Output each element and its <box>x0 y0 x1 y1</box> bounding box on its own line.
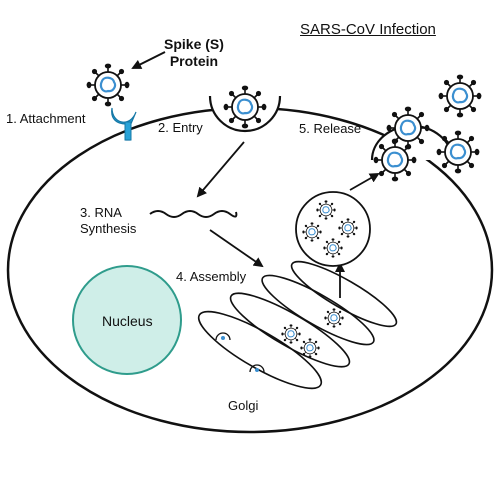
step-rna-label: 3. RNA Synthesis <box>80 205 136 237</box>
spike-label: Spike (S) Protein <box>164 36 224 70</box>
attached-virus-icon <box>85 62 131 108</box>
diagram-title: SARS-CoV Infection <box>300 21 436 38</box>
vesicle-to-release-arrow <box>349 173 380 191</box>
golgi-virus-icon <box>323 307 345 329</box>
step-rna-line2: Synthesis <box>80 221 137 236</box>
step-release-label: 5. Release <box>299 121 362 136</box>
step-rna-line1: 3. RNA <box>80 205 122 220</box>
step-entry-label: 2. Entry <box>158 120 203 135</box>
transport-vesicle <box>295 191 371 267</box>
nucleus-label: Nucleus <box>102 313 153 329</box>
golgi-apparatus <box>197 260 398 390</box>
step-attachment-label: 1. Attachment <box>6 111 86 126</box>
release-virus-icon <box>435 129 481 175</box>
vesicle-virus-icon <box>315 199 337 221</box>
spike-label-line2: Protein <box>169 53 219 69</box>
rna-to-assembly-arrow <box>209 229 264 268</box>
release-virus-icon <box>372 137 418 183</box>
entry-to-rna-arrow <box>196 141 245 198</box>
vesicle-virus-icon <box>301 221 323 243</box>
step-assembly-label: 4. Assembly <box>176 269 247 284</box>
free-virus-icon <box>437 73 483 119</box>
golgi-virus-icon <box>280 323 302 345</box>
golgi-partial-virus-icon <box>215 332 265 373</box>
golgi-virus-icon <box>299 337 321 359</box>
vesicle-virus-icon <box>322 237 344 259</box>
spike-arrow <box>131 51 166 69</box>
entry-virus-icon <box>222 84 268 130</box>
golgi-label: Golgi <box>228 398 259 413</box>
spike-label-line1: Spike (S) <box>164 36 224 52</box>
rna-strand <box>149 210 238 218</box>
vesicle-virus-icon <box>337 217 359 239</box>
budding-virus-icon <box>385 105 431 151</box>
nucleus <box>72 265 182 375</box>
